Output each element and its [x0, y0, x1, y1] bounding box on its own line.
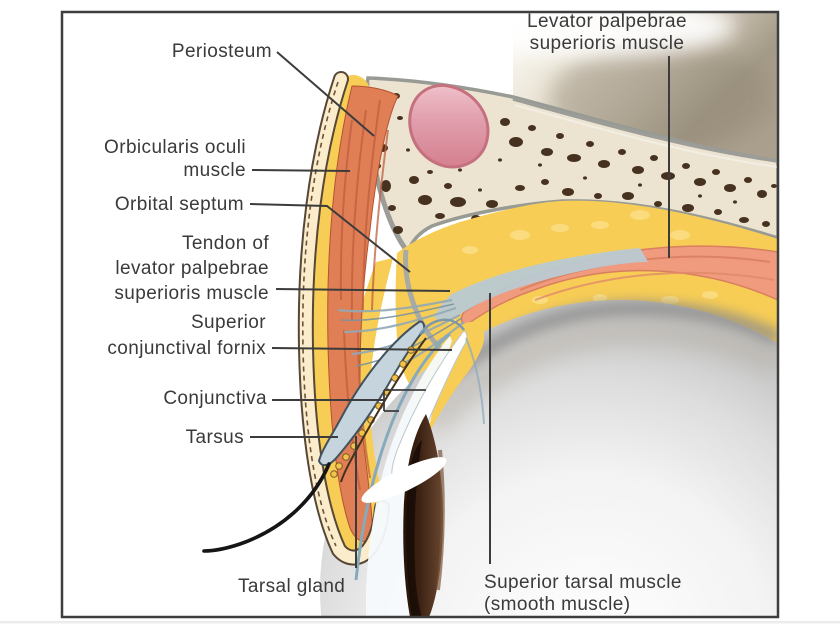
skin-dermis-dashed-line [301, 81, 339, 547]
posterior-lid-margin-line [340, 337, 427, 483]
label-tarsal-gland: Tarsal gland [238, 576, 345, 597]
label-tendon-1: Tendon of [182, 233, 269, 254]
conjunctiva-bracket [383, 389, 426, 412]
bulbar-conjunctiva-line [465, 337, 485, 425]
bottom-edge-artifact [0, 621, 840, 624]
bone-sinus [408, 83, 490, 169]
label-superior-tarsal-1: Superior tarsal muscle [484, 572, 682, 593]
cornea-outline [354, 332, 451, 581]
fat-texture [444, 210, 748, 323]
leader-tendon [275, 288, 451, 292]
label-orbicularis-1: Orbicularis oculi [104, 137, 246, 158]
subcutaneous-fat-band [305, 75, 370, 552]
label-fornix-1: Superior [191, 312, 266, 333]
label-levator-1: Levator palpebrae [527, 11, 687, 32]
corneal-highlight [361, 457, 447, 503]
figure-frame-border [60, 10, 780, 619]
leader-orbital-septum [249, 203, 411, 273]
labels: Levator palpebrae superioris muscle Peri… [104, 11, 687, 615]
leader-orbicularis [251, 169, 351, 172]
label-tendon-2: levator palpebrae [115, 258, 269, 279]
leader-lines [249, 51, 670, 568]
eyelash [202, 462, 331, 553]
label-tarsus: Tarsus [186, 427, 244, 448]
periosteum-line-top [512, 97, 777, 163]
label-orbicularis-2: muscle [183, 160, 246, 181]
label-levator-2: superioris muscle [530, 33, 685, 54]
label-periosteum: Periosteum [172, 41, 272, 62]
levator-tendon-band [434, 248, 648, 322]
label-conjunctiva: Conjunctiva [163, 388, 267, 409]
fornix-loop-line [419, 318, 465, 335]
leader-periosteum [276, 51, 375, 137]
label-fornix-2: conjunctival fornix [107, 338, 266, 359]
label-orbital-septum: Orbital septum [115, 194, 244, 215]
label-tendon-3: superioris muscle [114, 283, 269, 304]
leader-fornix [271, 347, 453, 351]
label-superior-tarsal-2: (smooth muscle) [484, 594, 630, 615]
periosteum-highlight [514, 104, 777, 168]
